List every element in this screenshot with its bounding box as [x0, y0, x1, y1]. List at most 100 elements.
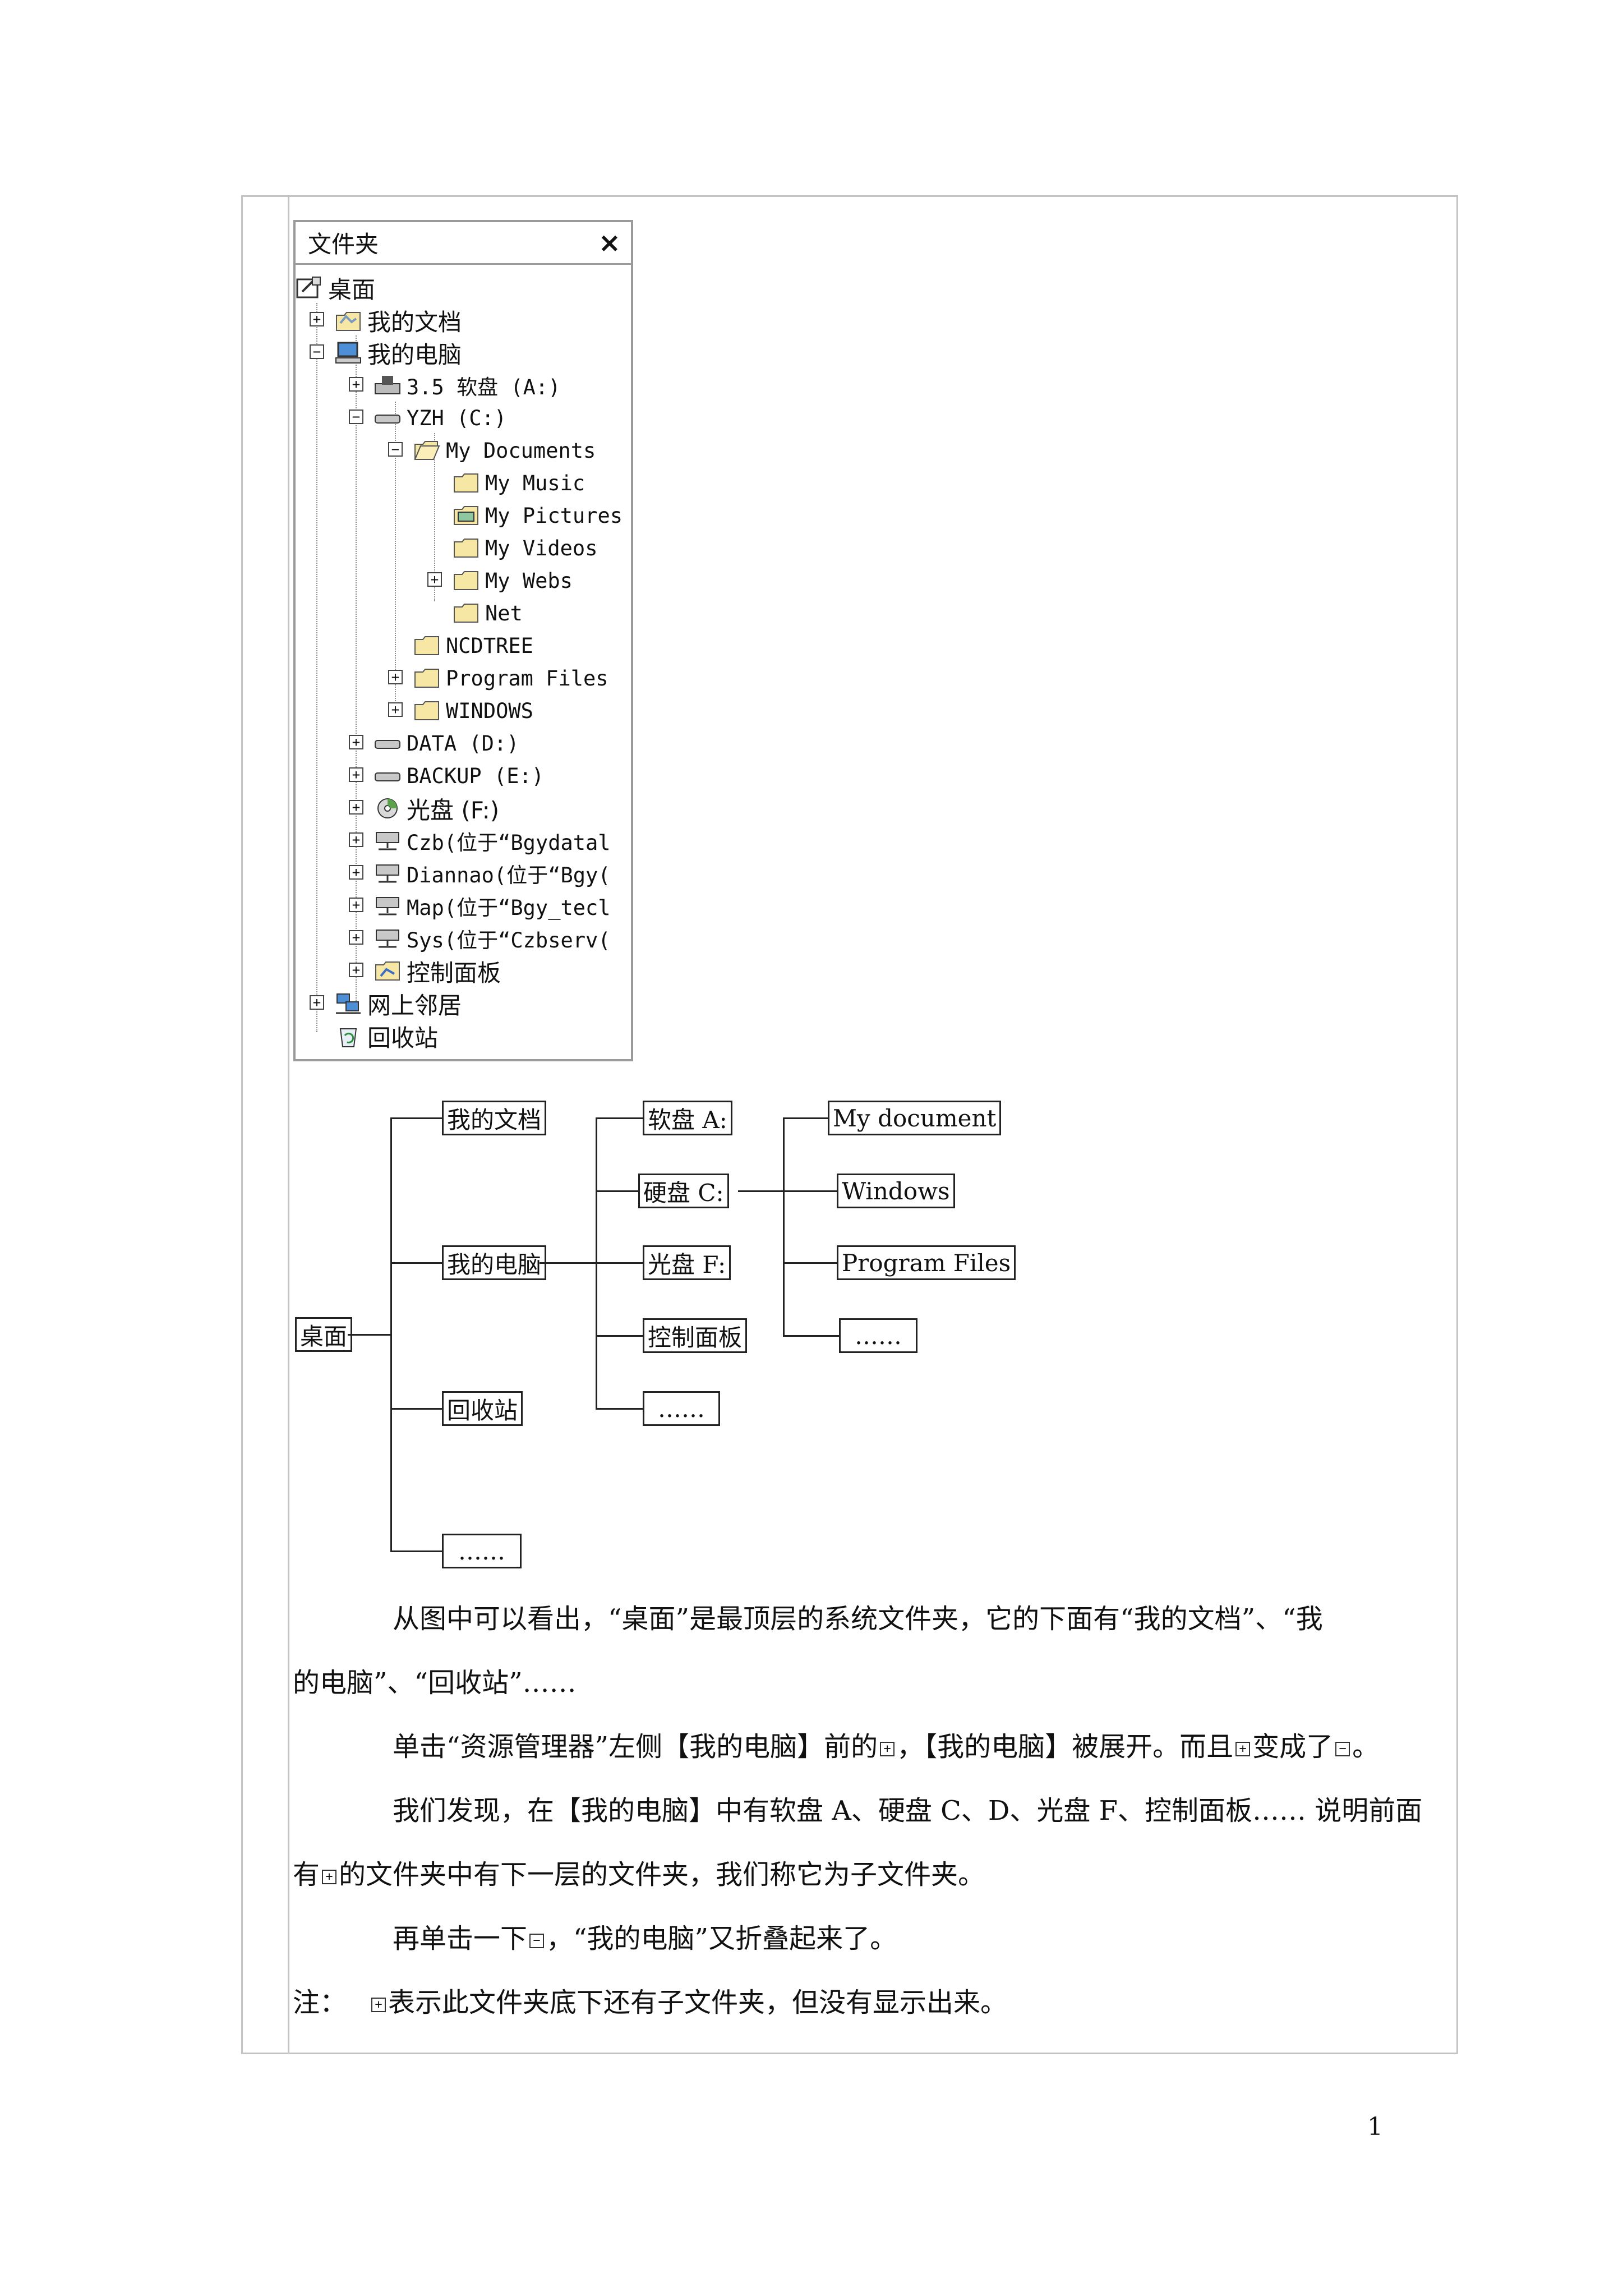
- tree-item-ncdtree[interactable]: NCDTREE: [413, 629, 533, 662]
- tree-item-floppy-a[interactable]: 3.5 软盘 (A:): [374, 369, 560, 402]
- recycle-bin-icon: [339, 1028, 357, 1047]
- paragraph-1-line-2: 的电脑”、“回收站”……: [293, 1667, 577, 1699]
- expand-toggle[interactable]: +: [427, 572, 442, 587]
- diagram-connector: [738, 1190, 783, 1192]
- hard-drive-icon: [375, 740, 400, 749]
- network-drive-icon: [376, 864, 399, 883]
- folder-icon: [336, 312, 361, 331]
- tree-item-drive-e[interactable]: BACKUP (E:): [374, 760, 544, 792]
- tree-item-net[interactable]: Net: [453, 597, 523, 629]
- diagram-connector: [390, 1262, 442, 1264]
- expand-toggle[interactable]: +: [349, 963, 363, 977]
- diagram-node-more: ……: [839, 1318, 917, 1353]
- tree-item-my-music[interactable]: My Music: [453, 467, 585, 499]
- tree-item-windows[interactable]: WINDOWS: [413, 694, 533, 727]
- tree-item-drive-d[interactable]: DATA (D:): [374, 727, 519, 760]
- note: 注：+表示此文件夹底下还有子文件夹，但没有显示出来。: [293, 1987, 1008, 2018]
- collapse-toggle[interactable]: −: [310, 344, 324, 359]
- collapse-toggle[interactable]: −: [388, 442, 403, 457]
- cd-drive-icon: [377, 798, 398, 818]
- diagram-node-hard-disk-c: 硬盘 C:: [638, 1174, 729, 1208]
- diagram-node-program-files: Program Files: [837, 1245, 1016, 1280]
- diagram-node-floppy-a: 软盘 A:: [643, 1101, 732, 1135]
- expand-toggle[interactable]: +: [310, 995, 324, 1010]
- expand-toggle[interactable]: +: [349, 832, 363, 847]
- open-folder-icon: [414, 441, 440, 460]
- tree-item-network-places[interactable]: 网上邻居: [335, 987, 462, 1020]
- expand-toggle[interactable]: +: [349, 735, 363, 749]
- tree-connector: [395, 402, 396, 712]
- expand-toggle[interactable]: +: [349, 930, 363, 945]
- paragraph-2: 单击“资源管理器”左侧【我的电脑】前的+，【我的电脑】被展开。而且+变成了−。: [393, 1731, 1380, 1763]
- diagram-connector: [596, 1408, 643, 1410]
- folder-icon: [414, 701, 439, 720]
- expand-toggle[interactable]: +: [388, 670, 403, 684]
- tree-item-network-drive-sys[interactable]: Sys(位于“Czbserv(: [374, 922, 611, 955]
- folder-icon: [414, 669, 439, 688]
- diagram-connector: [390, 1117, 392, 1550]
- expand-symbol: +: [371, 1997, 386, 2012]
- tree-item-program-files[interactable]: Program Files: [413, 662, 608, 694]
- folder-icon: [414, 636, 439, 655]
- folder-icon: [454, 539, 478, 558]
- diagram-node-my-documents: 我的文档: [442, 1101, 547, 1135]
- paragraph-3-line-1: 我们发现，在【我的电脑】中有软盘 A、硬盘 C、D、光盘 F、控制面板…… 说明…: [393, 1795, 1423, 1826]
- folders-panel: 文件夹 × 桌面 + 我的文档 − 我的电脑 + 3.5 软盘 (A:) −: [293, 220, 633, 1061]
- diagram-connector: [783, 1117, 785, 1335]
- tree-connector: [316, 303, 317, 1032]
- diagram-connector: [540, 1262, 596, 1264]
- tree-item-my-pictures[interactable]: My Pictures: [453, 499, 623, 532]
- expand-toggle[interactable]: +: [349, 800, 363, 815]
- diagram-connector: [390, 1117, 442, 1119]
- floppy-drive-icon: [375, 376, 400, 394]
- diagram-node-windows: Windows: [837, 1174, 955, 1208]
- tree-item-my-documents[interactable]: 我的文档: [335, 304, 462, 337]
- diagram-connector: [348, 1334, 390, 1336]
- expand-toggle[interactable]: +: [349, 865, 363, 880]
- tree-item-my-webs[interactable]: My Webs: [453, 564, 573, 597]
- folder-icon: [454, 571, 478, 590]
- tree-item-my-computer[interactable]: 我的电脑: [335, 337, 462, 369]
- expand-symbol: +: [322, 1869, 337, 1884]
- tree-item-my-documents-folder[interactable]: My Documents: [413, 434, 596, 467]
- diagram-connector: [596, 1117, 643, 1119]
- tree-item-cd-f[interactable]: 光盘 (F:): [374, 792, 499, 825]
- diagram-connector: [390, 1550, 442, 1552]
- diagram-connector: [783, 1117, 828, 1119]
- paragraph-3-line-2: 有+的文件夹中有下一层的文件夹，我们称它为子文件夹。: [293, 1859, 985, 1890]
- tree-item-drive-c[interactable]: YZH (C:): [374, 402, 506, 434]
- expand-toggle[interactable]: +: [310, 312, 324, 326]
- desktop-icon: [296, 277, 321, 298]
- tree-item-desktop[interactable]: 桌面: [296, 272, 375, 304]
- expand-toggle[interactable]: +: [349, 377, 363, 392]
- computer-icon: [335, 342, 361, 364]
- diagram-node-desktop: 桌面: [295, 1317, 353, 1352]
- page-number: 1: [1367, 2113, 1383, 2141]
- diagram-connector: [783, 1190, 837, 1192]
- diagram-node-cd-f: 光盘 F:: [643, 1245, 731, 1280]
- diagram-connector: [390, 1408, 442, 1410]
- expand-symbol: +: [880, 1741, 895, 1756]
- folders-panel-title: 文件夹: [308, 231, 379, 258]
- expand-toggle[interactable]: +: [349, 767, 363, 782]
- tree-connector: [434, 433, 435, 601]
- expand-toggle[interactable]: +: [349, 898, 363, 912]
- tree-item-control-panel[interactable]: 控制面板: [374, 955, 501, 987]
- expand-toggle[interactable]: +: [388, 702, 403, 717]
- pictures-folder-icon: [454, 506, 478, 525]
- tree-item-my-videos[interactable]: My Videos: [453, 532, 597, 564]
- collapse-toggle[interactable]: −: [349, 409, 363, 424]
- hard-drive-icon: [375, 772, 400, 781]
- diagram-node-recycle-bin: 回收站: [442, 1391, 523, 1426]
- tree-item-network-drive-diannao[interactable]: Diannao(位于“Bgy(: [374, 857, 611, 890]
- tree-item-recycle-bin[interactable]: 回收站: [335, 1020, 438, 1052]
- diagram-connector: [596, 1190, 638, 1192]
- diagram-node-control-panel: 控制面板: [643, 1318, 748, 1353]
- folder-icon: [454, 604, 478, 623]
- network-drive-icon: [376, 930, 399, 948]
- tree-item-network-drive-czb[interactable]: Czb(位于“Bgydatal: [374, 825, 611, 857]
- tree-connector: [356, 335, 357, 1007]
- tree-item-network-drive-map[interactable]: Map(位于“Bgy_tecl: [374, 890, 611, 922]
- diagram-node-my-computer: 我的电脑: [442, 1245, 547, 1280]
- close-icon[interactable]: ×: [598, 227, 621, 259]
